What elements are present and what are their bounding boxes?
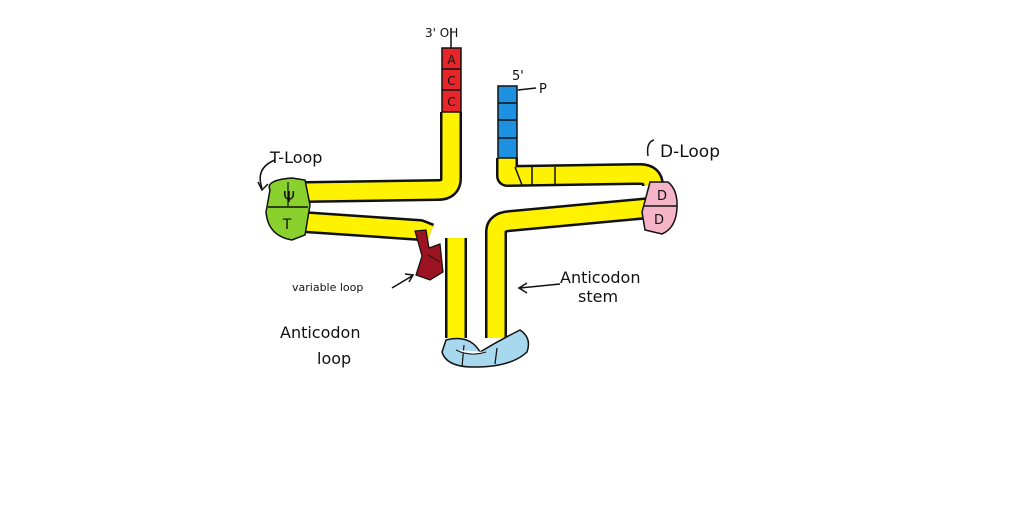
label-anticodon-loop-line1: Anticodon — [280, 323, 360, 342]
five-prime-box — [497, 85, 518, 159]
d-loop: D D — [641, 181, 678, 235]
pair-ticks — [514, 166, 556, 186]
anticodon-loop — [441, 329, 530, 368]
variable-loop — [414, 229, 444, 281]
five-prime-end — [497, 85, 537, 159]
acceptor-base-3: C — [447, 95, 455, 109]
annotations — [257, 139, 655, 294]
variable-loop-shape — [414, 229, 444, 281]
t-loop-base-psi: Ψ — [283, 188, 295, 206]
label-variable-loop: variable loop — [292, 281, 363, 294]
acceptor-base-2: C — [447, 74, 455, 88]
acceptor-base-1: A — [447, 53, 456, 67]
label-t-loop: T-Loop — [269, 148, 322, 167]
label-d-loop: D-Loop — [660, 142, 720, 162]
d-loop-base-2: D — [654, 213, 664, 228]
label-phosphate: P — [539, 82, 547, 97]
t-loop: Ψ T — [265, 177, 311, 241]
label-anticodon-stem-line1: Anticodon — [560, 268, 640, 287]
label-anticodon-stem-line2: stem — [578, 287, 618, 306]
label-anticodon-loop-line2: loop — [317, 349, 351, 368]
t-loop-shape — [265, 177, 311, 241]
label-acceptor-end: 3' OH — [425, 26, 458, 40]
d-loop-base-1: D — [657, 189, 667, 204]
label-five-prime: 5' — [512, 69, 524, 84]
d-loop-shape — [641, 181, 678, 235]
t-loop-base-t: T — [282, 217, 292, 233]
acceptor-end: A C C — [441, 28, 462, 113]
